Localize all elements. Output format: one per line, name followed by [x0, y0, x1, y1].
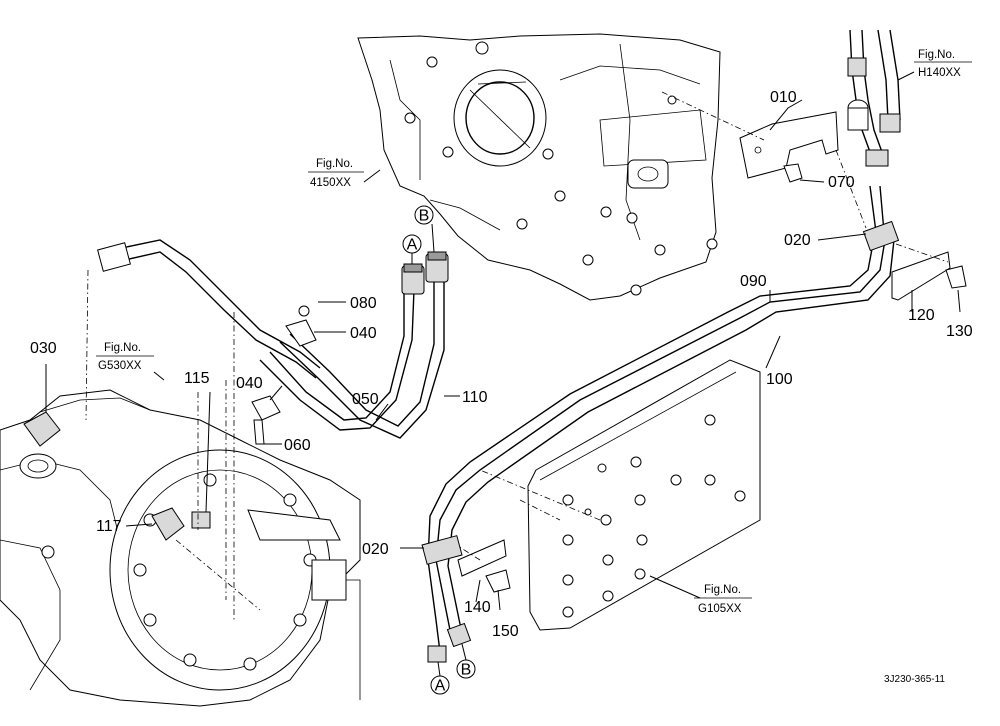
fig-ref-title: Fig.No. — [918, 49, 955, 61]
part-label-040-top: 040 — [350, 325, 377, 342]
fig-ref-g530: Fig.No. G530XX — [96, 342, 154, 372]
fig-ref-title: Fig.No. — [104, 342, 141, 354]
part-label-115: 115 — [184, 370, 210, 387]
fig-ref-title: Fig.No. — [704, 584, 741, 596]
hydraulic-lines — [97, 29, 901, 663]
part-label-090: 090 — [740, 273, 767, 290]
fig-ref-code: 4150XX — [310, 177, 351, 189]
part-label-040-mid: 040 — [236, 375, 263, 392]
part-label-020-top: 020 — [784, 232, 811, 249]
part-label-020-bottom: 020 — [362, 541, 389, 558]
reference-lines — [85, 91, 949, 620]
part-label-140: 140 — [464, 599, 491, 616]
frame-plate-drawing — [527, 359, 761, 631]
part-label-150: 150 — [492, 623, 519, 640]
fig-ref-code: G530XX — [98, 360, 142, 372]
part-label-120: 120 — [908, 307, 935, 324]
marker-a-bottom: A — [430, 675, 450, 695]
front-axle-drawing — [0, 389, 361, 707]
part-label-050: 050 — [352, 391, 379, 408]
drawing-code: 3J230-365-11 — [884, 674, 945, 685]
part-label-030: 030 — [30, 340, 57, 357]
part-label-100: 100 — [766, 371, 793, 388]
leader-lines — [45, 71, 961, 677]
fig-ref-4150: Fig.No. 4150XX — [308, 158, 364, 189]
marker-b-bottom-letter: B — [461, 662, 472, 679]
part-label-117: 117 — [96, 518, 122, 535]
fig-ref-code: H140XX — [918, 67, 961, 79]
part-label-130: 130 — [946, 323, 973, 340]
marker-b-top: B — [414, 205, 434, 225]
part-labels: 010 020 020 030 040 040 050 060 070 080 … — [30, 89, 973, 640]
part-label-110: 110 — [462, 389, 488, 406]
marker-b-bottom: B — [456, 659, 476, 679]
part-label-080: 080 — [350, 295, 377, 312]
transmission-case-drawing — [357, 33, 721, 301]
part-label-060: 060 — [284, 437, 311, 454]
part-label-010: 010 — [770, 89, 797, 106]
marker-b-top-letter: B — [419, 208, 430, 225]
marker-a-top: A — [402, 234, 422, 254]
fig-ref-g105: Fig.No. G105XX — [694, 584, 752, 615]
marker-a-bottom-letter: A — [435, 678, 446, 695]
clamp-parts — [23, 111, 967, 593]
fig-ref-h140: Fig.No. H140XX — [914, 49, 972, 79]
fig-ref-code: G105XX — [698, 603, 742, 615]
part-label-070: 070 — [828, 174, 855, 191]
fig-ref-title: Fig.No. — [316, 158, 353, 170]
marker-a-top-letter: A — [407, 237, 418, 254]
